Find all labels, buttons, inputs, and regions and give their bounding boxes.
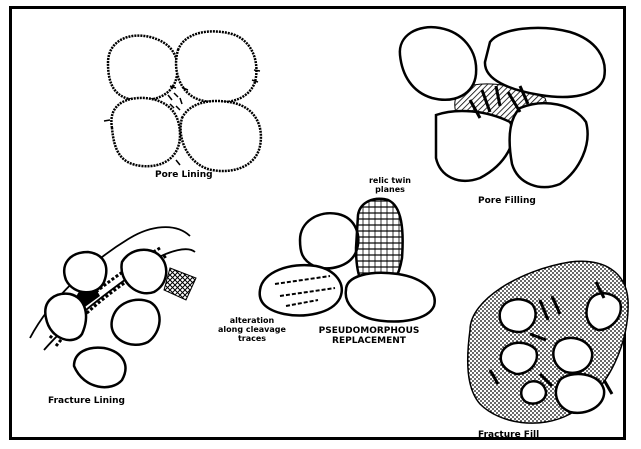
relic-twin-planes-label: relic twin planes bbox=[365, 176, 415, 194]
alteration-line-2: along cleavage bbox=[214, 325, 290, 334]
relic-twin-planes-line-2: planes bbox=[365, 185, 415, 194]
pseudomorphous-line-1: PSEUDOMORPHOUS bbox=[314, 326, 424, 336]
pseudomorphous-replacement-label: PSEUDOMORPHOUS REPLACEMENT bbox=[314, 326, 424, 347]
alteration-line-3: traces bbox=[214, 334, 290, 343]
pseudomorphous-line-2: REPLACEMENT bbox=[314, 336, 424, 346]
fracture-lining-illustration bbox=[30, 227, 196, 387]
fracture-fill-label: Fracture Fill bbox=[478, 430, 539, 440]
pore-filling-label: Pore Filling bbox=[478, 196, 536, 206]
fracture-lining-label: Fracture Lining bbox=[48, 396, 125, 406]
pore-lining-illustration bbox=[108, 31, 261, 171]
pore-lining-label: Pore Lining bbox=[155, 170, 213, 180]
pseudomorphous-replacement-illustration bbox=[260, 199, 435, 322]
alteration-label: alteration along cleavage traces bbox=[214, 316, 290, 344]
relic-twin-planes-line-1: relic twin bbox=[365, 176, 415, 185]
alteration-line-1: alteration bbox=[214, 316, 290, 325]
fracture-fill-illustration bbox=[468, 261, 628, 423]
pore-filling-illustration bbox=[400, 27, 605, 187]
